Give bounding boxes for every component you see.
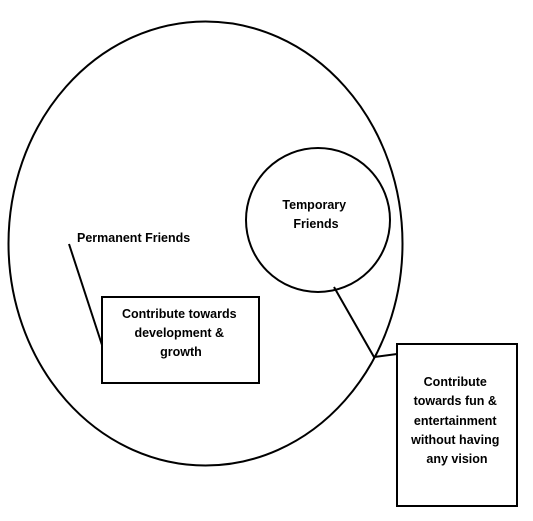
development-box-line: development & (134, 326, 224, 340)
temporary-connector-line (333, 286, 398, 359)
permanent-connector-line (68, 243, 103, 346)
temporary-friends-label: Temporary Friends (282, 198, 349, 231)
fun-box (396, 343, 518, 507)
permanent-friends-circle (7, 20, 404, 467)
fun-box-line: Contribute (424, 375, 487, 389)
temporary-friends-circle (245, 147, 391, 293)
fun-box-line: entertainment (414, 414, 497, 428)
fun-box-line: any vision (426, 452, 487, 466)
temporary-label-line: Temporary (282, 198, 346, 212)
development-box-line: Contribute towards (122, 307, 237, 321)
development-box-line: growth (160, 345, 202, 359)
permanent-friends-label: Permanent Friends (77, 231, 190, 245)
fun-box-line: towards fun & (414, 394, 497, 408)
development-box-text: Contribute towards development & growth (122, 307, 240, 359)
fun-box-line: without having (410, 433, 499, 447)
fun-box-text: Contribute towards fun & entertainment w… (410, 375, 503, 466)
development-box (101, 296, 260, 384)
temporary-label-line: Friends (293, 217, 338, 231)
